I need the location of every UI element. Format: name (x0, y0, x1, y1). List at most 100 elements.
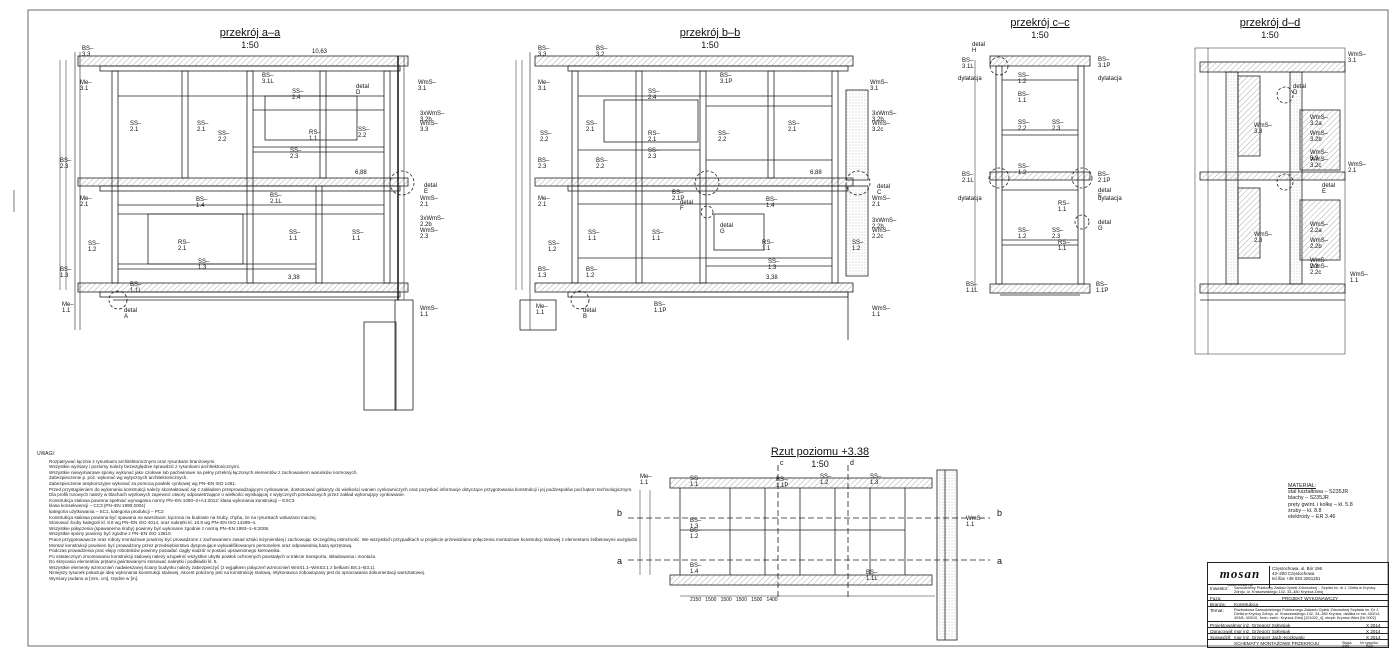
address-line: tel./fax +48 034 3261261 (1272, 576, 1321, 582)
lbl-ss24: SS–2.4 (292, 89, 304, 101)
lbl-wms33: WmS–3.3 (420, 121, 438, 133)
lbl-me21: Me–2.1 (80, 196, 92, 208)
section-dd-title: przekrój d–d 1:50 (1215, 17, 1325, 40)
lbl-cc-bs21p: BS–2.1P (1098, 172, 1111, 184)
plan-view (628, 465, 990, 641)
general-notes: UWAGI: Rozpatrywać łącznie z rysunkami a… (37, 451, 637, 582)
phase-row: Faza: PROJEKT WYKONAWCZY (1208, 594, 1388, 601)
lbl-dd-wms21: WmS–2.1 (1348, 162, 1366, 174)
lbl-cc-bs31l: BS–3.1L (962, 58, 974, 70)
section-bb-title: przekrój b–b 1:50 (650, 27, 770, 50)
level-top: 10,63 (312, 49, 328, 55)
lbl-plan-bs14: BS–1.4 (690, 563, 702, 575)
plan-name: Rzut poziomu +3.38 (770, 446, 870, 458)
lbl-cc-dyl3: dylatacja (958, 196, 982, 202)
lbl-ss23: SS–2.3 (290, 148, 302, 160)
lbl-cc-ss23b: SS–2.3 (1052, 228, 1064, 240)
branch-value: Konstrukcja (1234, 602, 1259, 607)
person-name: mgr inż. Grzegorz Sołtysiak (1234, 629, 1291, 634)
lbl-bb-wms22c: WmS–2.2c (872, 228, 890, 240)
lbl-cc-rs11b: RS–1.1 (1058, 240, 1070, 252)
lbl-dd-wms23: WmS–2.3 (1254, 232, 1272, 244)
sheet-border (27, 9, 1389, 647)
lbl-bb-rs21: RS–2.1 (648, 131, 660, 143)
lbl-bb-bs12: BS–1.2 (586, 267, 598, 279)
section-bb-name: przekrój b–b (679, 27, 741, 39)
lbl-cc-bs11p: BS–1.1P (1096, 282, 1109, 294)
note-item: Rozpatrywać łącznie z rysunkami architek… (49, 459, 637, 465)
lbl-wms22b: 3xWmS–2.2b (420, 216, 445, 228)
lbl-bb-me31: Me–3.1 (538, 80, 550, 92)
lbl-plan-ss12: SS–1.2 (820, 474, 832, 486)
note-item: Podczas prowadzenia prac ekipy robotnikó… (49, 548, 637, 554)
lbl-ss11a: SS–1.1 (289, 230, 301, 242)
row-date: X 2014 (1366, 629, 1381, 634)
address-line: 42–200 Częstochowa (1272, 571, 1315, 577)
material-line: elektrody – ER 3.46 (1288, 514, 1336, 521)
lbl-bs31l: BS–3.1L (262, 73, 274, 85)
note-item: Niniejszy rysunek pokazuje ideę wykonani… (49, 570, 637, 576)
person-name: mgr inż. Grzegorz Sołtysiak (1234, 623, 1291, 628)
lbl-cc-dyl4: dylatacja (1098, 196, 1122, 202)
lbl-cc-dyl2: dylatacja (1098, 76, 1122, 82)
note-item: Konstrukcja stalowa powinna być spawana … (49, 515, 637, 521)
lbl-ss21b: SS–2.1 (197, 121, 209, 133)
lbl-cc-ss23: SS–2.3 (1052, 120, 1064, 132)
note-item: klasa konsekwencji – CC3 (PN–EN 1990:200… (49, 503, 637, 509)
note-item: kategoria użytkowania – SC1, kategoria p… (49, 509, 637, 515)
lbl-bb-bs14: BS–1.4 (766, 197, 778, 209)
lbl-me11: Me–1.1 (62, 302, 74, 314)
lbl-bs21l: BS–2.1L (270, 193, 282, 205)
note-item: Zabezpieczenie antykorozyjne wykonać za … (49, 481, 637, 487)
checker-row: Sprawdził: mgr inż. Grzegorz Jach–Kozłow… (1208, 633, 1388, 640)
level-mid: 6,88 (355, 170, 367, 176)
lbl-dd-wms33: WmS–3.3 (1254, 123, 1272, 135)
lbl-dd-wms32a: WmS–3.2a (1310, 115, 1328, 127)
author-row: Opracował: mgr inż. Grzegorz Sołtysiak X… (1208, 627, 1388, 634)
lbl-dd-wms22a: WmS–2.2a (1310, 222, 1328, 234)
investor-row: Inwestor: Samodzielny Publiczny Zakład O… (1208, 584, 1388, 594)
lbl-dd-wms32c: WmS–3.2c (1310, 157, 1328, 169)
drawing-row: SCHEMATY MONTAŻOWE PRZEKROJU Skala 1:50 … (1208, 639, 1388, 648)
lbl-me31: Me–3.1 (80, 80, 92, 92)
lbl-bb-me11: Me–1.1 (536, 304, 548, 316)
lbl-ss22: SS–2.2 (218, 131, 230, 143)
section-bb (515, 52, 871, 340)
section-cc-title: przekrój c–c 1:50 (985, 17, 1095, 40)
lbl-plan-d: d (850, 460, 854, 467)
note-item: Dla profili rurowych należy w blachach w… (49, 492, 637, 498)
material-line: pręty gwint. i kołkę – kl. 5.8 (1288, 501, 1353, 508)
note-item: Montaż konstrukcji powinien być prowadzo… (49, 543, 637, 549)
lbl-bb-bs31p: BS–3.1P (720, 73, 733, 85)
section-dd (1194, 47, 1346, 355)
lbl-ss21a: SS–2.1 (130, 121, 142, 133)
note-item: Stosować śruby kategorii kl. 8.8 wg PN–E… (49, 520, 637, 526)
lbl-wms23: WmS–2.3 (420, 228, 438, 240)
note-item: Wszystkie wymiary i poziomy należy bezwz… (49, 464, 637, 470)
phase-value: PROJEKT WYKONAWCZY (1281, 596, 1339, 601)
lbl-bb-ss21b: SS–2.1 (788, 121, 800, 133)
lbl-bb-bs23: BS–2.3 (538, 158, 550, 170)
lbl-cc-detf: detal F (1098, 188, 1112, 200)
lbl-bs23: BS–2.3 (60, 158, 72, 170)
lbl-ss11b: SS–1.1 (352, 230, 364, 242)
lbl-rs21: RS–2.1 (178, 240, 190, 252)
lbl-bs11l: BS–1.1L (130, 282, 142, 294)
plan-title: Rzut poziomu +3.38 1:50 (745, 446, 895, 469)
lbl-dd-detd: detal D (1293, 84, 1307, 96)
note-item: Prace przygotowawcze oraz roboty montażo… (49, 537, 637, 543)
lbl-bb-ss24: SS–2.4 (648, 89, 660, 101)
lbl-plan-a-right: a (997, 556, 1003, 566)
lbl-bb-bs11p: BS–1.1P (654, 302, 667, 314)
lbl-deta: detal A (124, 308, 138, 320)
lbl-bb-wms32b: 3xWmS–3.2b (872, 111, 897, 123)
note-item: Wszystkie elementy wzmocnień nadwieszane… (49, 565, 637, 571)
subject-row: Temat: Rozbudowa Samodzielnego Publiczne… (1208, 606, 1388, 622)
lbl-bb-ss21a: SS–2.1 (586, 121, 598, 133)
note-item: Wszystkie spoiny powinny być zgodne z PN… (49, 531, 637, 537)
role-label: Projektował: (1210, 623, 1236, 628)
section-bb-scale: 1:50 (701, 40, 719, 50)
lbl-plan-bs12: BS–1.2 (690, 528, 702, 540)
lbl-dd-wms33b: WmS–3.3 (1310, 150, 1328, 162)
